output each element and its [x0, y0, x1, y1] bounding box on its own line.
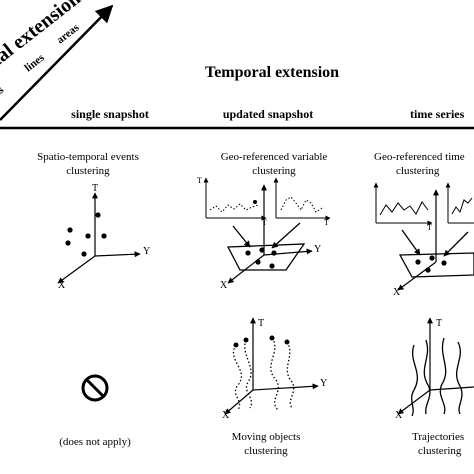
- mini-chart-left: [203, 177, 267, 221]
- ts-chart-right: [445, 182, 474, 224]
- caption-spatio-temporal-events: Spatio-temporal events clustering: [37, 150, 139, 178]
- spatial-item-points: ts: [0, 84, 7, 99]
- caption-line: Moving objects: [231, 431, 301, 443]
- axis-label-y: Y: [314, 244, 322, 255]
- axes-variable: [227, 184, 313, 284]
- caption-line: clustering: [396, 165, 440, 177]
- axis-label-y: Y: [143, 246, 151, 257]
- prohibited-icon: [81, 374, 109, 402]
- axis-label-t: T: [436, 318, 443, 329]
- axis-label-x: X: [393, 287, 401, 298]
- axis-label-x: X: [395, 410, 403, 421]
- variable-link-arrows: [232, 222, 301, 249]
- axes-trajectories: [397, 317, 474, 415]
- variable-points: [245, 247, 277, 269]
- axes-timeseries: [397, 189, 439, 291]
- column-header-updated-snapshot: updated snapshot: [222, 107, 314, 121]
- mini-chart-right: [273, 177, 331, 221]
- ts-chart-left: [373, 182, 433, 226]
- axes-events: [57, 192, 141, 284]
- column-header-time-series: time series: [410, 107, 465, 121]
- axis-label-x: X: [58, 280, 66, 291]
- trajectory-paths: [411, 337, 463, 417]
- caption-line: Geo-referenced variable: [220, 151, 328, 163]
- caption-line: clustering: [418, 445, 462, 457]
- axis-label-t: T: [262, 218, 267, 227]
- timeseries-plane: [398, 252, 474, 278]
- timeseries-link-arrows: [401, 229, 469, 257]
- moving-object-paths: [233, 337, 295, 411]
- spatial-extension-arrow: [0, 4, 114, 121]
- mini-chart-left-last-point: [253, 200, 257, 204]
- temporal-extension-title: Temporal extension: [205, 64, 340, 81]
- axis-label-t: T: [258, 318, 265, 329]
- axis-label-t: T: [197, 176, 202, 185]
- caption-does-not-apply: (does not apply): [59, 436, 131, 448]
- axis-label-t: T: [324, 218, 329, 227]
- caption-line: clustering: [244, 445, 288, 457]
- caption-geo-referenced-time: Geo-referenced time clustering: [374, 150, 465, 178]
- caption-line: clustering: [252, 165, 296, 177]
- axis-label-x: X: [222, 410, 230, 421]
- caption-moving-objects: Moving objects clustering: [232, 430, 301, 458]
- axis-label-t: T: [427, 223, 432, 232]
- caption-line: Spatio-temporal events: [37, 151, 139, 163]
- caption-line: clustering: [66, 165, 110, 177]
- caption-trajectories: Trajectories clustering: [408, 430, 464, 458]
- event-points: [65, 212, 107, 257]
- column-header-single-snapshot: single snapshot: [71, 107, 149, 121]
- caption-geo-referenced-variable: Geo-referenced variable clustering: [221, 150, 328, 178]
- spatial-item-lines: lines: [22, 51, 47, 74]
- axis-label-t: T: [92, 183, 99, 194]
- caption-line: Trajectories: [412, 431, 465, 443]
- timeseries-points: [415, 255, 447, 273]
- moving-object-endpoints: [233, 335, 290, 348]
- variable-plane: [226, 243, 306, 271]
- axis-label-x: X: [220, 280, 228, 291]
- caption-line: Geo-referenced time: [374, 151, 465, 163]
- axis-label-y: Y: [320, 378, 328, 389]
